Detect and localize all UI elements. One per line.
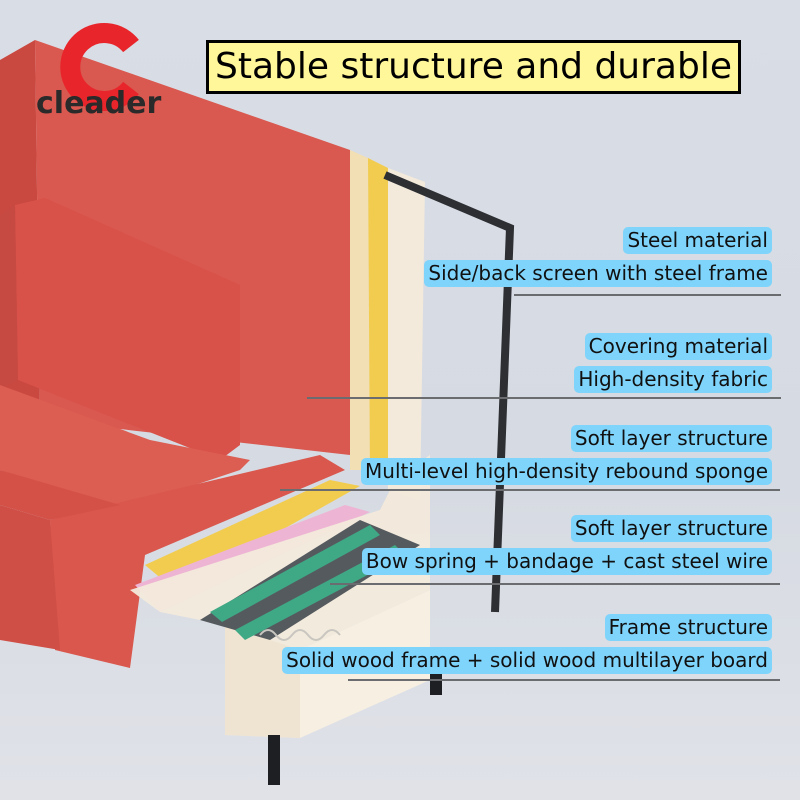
callout-steel: Steel material Side/back screen with ste… xyxy=(424,227,772,293)
callout-detail: Bow spring + bandage + cast steel wire xyxy=(361,548,772,575)
leader-line-covering xyxy=(307,397,781,399)
leader-line-steel xyxy=(514,294,781,296)
callout-heading: Frame structure xyxy=(604,614,772,641)
c-letter-logo-icon xyxy=(60,23,139,111)
callout-covering: Covering material High-density fabric xyxy=(574,333,772,399)
callout-heading: Soft layer structure xyxy=(570,425,772,452)
callout-sponge: Soft layer structure Multi-level high-de… xyxy=(361,425,772,491)
callout-detail: Side/back screen with steel frame xyxy=(424,260,772,287)
callout-heading: Soft layer structure xyxy=(570,515,772,542)
callout-heading: Steel material xyxy=(623,227,772,254)
brand-name: cleader xyxy=(36,86,162,121)
callout-heading: Covering material xyxy=(584,333,772,360)
leader-line-frame xyxy=(348,679,780,681)
leader-line-sponge xyxy=(280,489,780,491)
callout-frame: Frame structure Solid wood frame + solid… xyxy=(282,614,772,680)
callout-detail: Multi-level high-density rebound sponge xyxy=(361,458,772,485)
leader-line-spring xyxy=(330,583,780,585)
page-title: Stable structure and durable xyxy=(206,40,741,94)
callout-detail: Solid wood frame + solid wood multilayer… xyxy=(282,647,772,674)
callout-spring: Soft layer structure Bow spring + bandag… xyxy=(361,515,772,581)
callout-detail: High-density fabric xyxy=(574,366,772,393)
